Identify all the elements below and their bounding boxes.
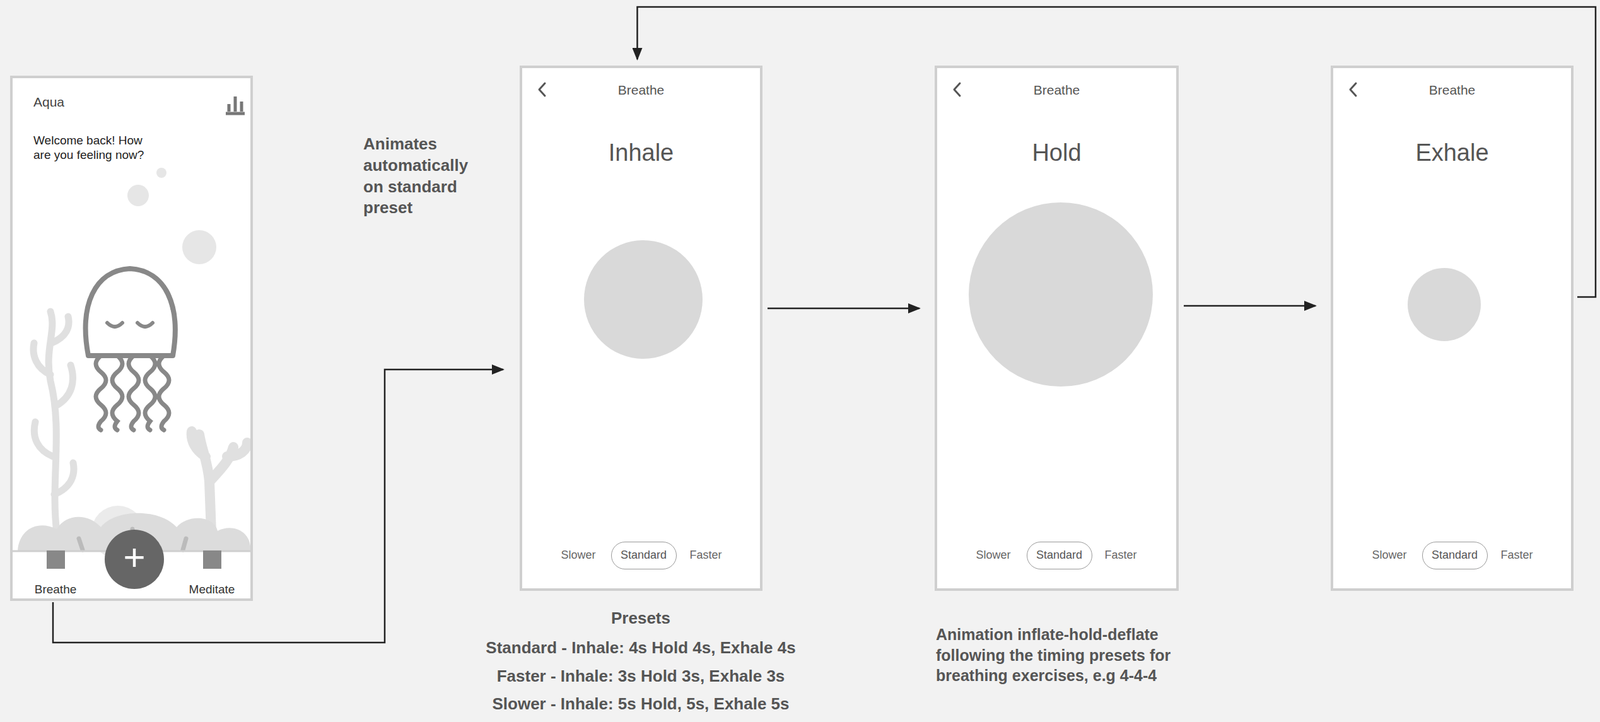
nav-label: Meditate [189,582,236,598]
preset-pill: Standard [611,541,677,570]
speed-option: Slower [975,548,1011,563]
add-button: + [104,529,164,590]
preset-timing: Slower - Inhale: 5s Hold, 5s, Exhale 5s [491,693,789,716]
app-name: Aqua [33,93,65,110]
speed-option: Faster [1500,548,1533,563]
annotation-note: Animation inflate-hold-deflate following… [935,624,1214,687]
presets-heading: Presets [611,607,671,630]
home-screen: AquaWelcome back! How are you feeling no… [10,75,253,602]
preset-pill: Standard [1026,541,1093,570]
screen-title: Breathe [1033,81,1081,98]
breath-phase: Exhale [1415,138,1489,168]
flow-arrow [1183,305,1316,308]
preset-label: Standard [1036,548,1083,563]
breathe-screen: BreatheExhaleSlower Faster Standard [1330,65,1574,591]
breathe-screen: BreatheHoldSlower Faster Standard [934,65,1179,591]
speed-option: Faster [689,548,722,563]
speed-option: Slower [560,548,596,563]
speed-option: Faster [1104,548,1137,563]
preset-label: Standard [1431,548,1478,563]
plus-sign: + [122,538,146,577]
breath-phase: Hold [1031,138,1081,168]
preset-timing: Faster - Inhale: 3s Hold 3s, Exhale 3s [496,665,786,688]
preset-timing: Standard - Inhale: 4s Hold 4s, Exhale 4s [485,637,796,660]
breathe-screen: BreatheInhaleSlower Faster Standard [519,65,763,591]
speed-option: Slower [1371,548,1407,563]
screen-title: Breathe [618,81,665,98]
flow-arrow [767,307,920,310]
nav-label: Breathe [34,582,77,598]
annotation-note: Animates automatically on standard prese… [363,133,490,219]
welcome-text: Welcome back! How are you feeling now? [33,133,147,163]
preset-pill: Standard [1422,541,1488,570]
preset-label: Standard [620,548,667,563]
breath-phase: Inhale [608,138,675,168]
screen-title: Breathe [1429,81,1476,98]
